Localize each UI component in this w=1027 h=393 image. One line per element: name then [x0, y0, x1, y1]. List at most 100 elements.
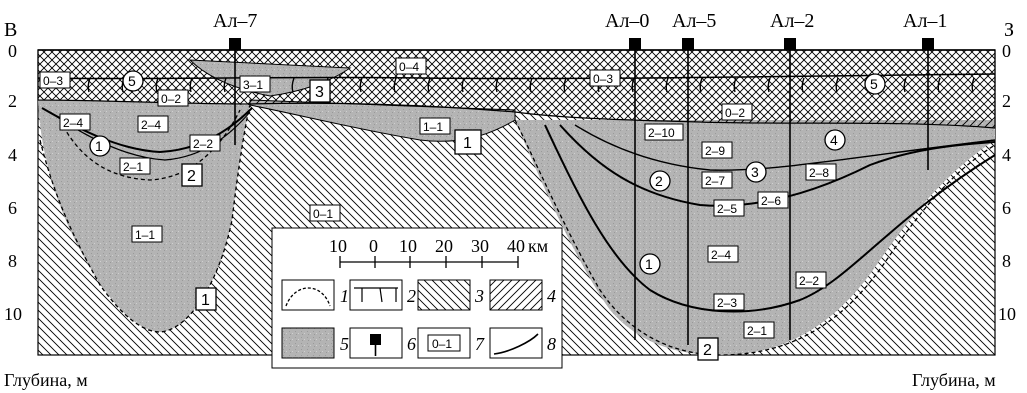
left-layer-line-2 [49, 111, 251, 161]
soil-tick [665, 77, 669, 93]
depth-ticks-right: 0 2 4 6 8 10 [998, 41, 1016, 324]
well-label-al1: Ал–1 [903, 10, 947, 32]
soil-tick [461, 77, 465, 93]
well-marker-al0 [629, 38, 641, 50]
left-depression-boundary [39, 104, 251, 333]
right-layer-line-1 [544, 124, 996, 313]
svg-text:30: 30 [471, 236, 489, 256]
svg-text:10: 10 [399, 236, 417, 256]
svg-text:2: 2 [655, 173, 663, 189]
svg-text:4: 4 [547, 286, 556, 306]
svg-text:3: 3 [751, 164, 759, 180]
svg-text:7: 7 [475, 334, 485, 354]
svg-text:4: 4 [8, 145, 17, 165]
svg-text:5: 5 [128, 73, 136, 89]
svg-text:0: 0 [369, 236, 378, 256]
unit-label: 2–10 [648, 126, 675, 140]
soil-tick [359, 77, 363, 93]
unit-label: 2–9 [705, 144, 725, 158]
unit-label: 2–8 [809, 166, 829, 180]
svg-text:0–1: 0–1 [432, 337, 452, 351]
side-label-left: В [4, 19, 17, 41]
unit-label: 0–4 [399, 60, 419, 74]
svg-text:0: 0 [8, 41, 17, 61]
svg-text:2: 2 [703, 342, 712, 359]
svg-text:1: 1 [463, 135, 472, 152]
soil-tick [733, 77, 737, 93]
unit-label: 3–1 [243, 78, 263, 92]
svg-text:0: 0 [1002, 41, 1011, 61]
side-label-right: З [1004, 19, 1014, 41]
circle-labels: 5 5 1 4 3 2 1 [89, 70, 886, 275]
unit-label: 0–3 [43, 74, 63, 88]
right-depression-boundary [514, 119, 996, 356]
unit-label: 2–3 [717, 296, 737, 310]
soil-tick [801, 77, 805, 93]
soil-tick [189, 77, 193, 93]
unit-label: 2–2 [799, 274, 819, 288]
soil-tick [291, 77, 295, 93]
unit-label: 0–3 [593, 72, 613, 86]
unit-label: 2–4 [711, 248, 731, 262]
unit-label: 2–6 [761, 194, 781, 208]
svg-text:6: 6 [407, 334, 416, 354]
soil-tick [971, 77, 975, 93]
svg-text:8: 8 [8, 251, 17, 271]
svg-text:8: 8 [547, 334, 556, 354]
unit-label: 1–1 [135, 228, 155, 242]
svg-text:5: 5 [340, 334, 349, 354]
unit-label: 2–7 [705, 174, 725, 188]
legend-item-6: 6 [349, 327, 416, 359]
well-marker-al7 [229, 38, 241, 50]
well-marker-al2 [784, 38, 796, 50]
legend-item-7: 0–1 7 [417, 327, 485, 359]
soil-tick [835, 77, 839, 93]
unit-label: 1–1 [423, 120, 443, 134]
depth-axis-label-right: Глубина, м [912, 370, 996, 390]
boxed-numbers: 3 1 2 1 2 [181, 79, 719, 361]
svg-text:10: 10 [998, 304, 1016, 324]
right-layer-line-3 [574, 124, 996, 171]
soil-tick [155, 77, 159, 93]
unit-label: 0–2 [725, 106, 745, 120]
svg-text:2: 2 [8, 91, 17, 111]
svg-text:2: 2 [1002, 91, 1011, 111]
soil-tick [427, 77, 431, 93]
legend-item-3: 3 [417, 279, 484, 311]
svg-text:8: 8 [1002, 251, 1011, 271]
svg-text:1: 1 [645, 256, 653, 272]
unit-label: 0–1 [313, 207, 333, 221]
soil-tick [767, 77, 771, 93]
depth-ticks-left: 0 2 4 6 8 10 [4, 41, 22, 324]
svg-text:2: 2 [407, 286, 416, 306]
soil-tick [699, 77, 703, 93]
soil-marker-line [37, 73, 996, 80]
depth-axis-label-left: Глубина, м [4, 370, 88, 390]
soil-tick [937, 77, 941, 93]
unit-label: 0–2 [161, 92, 181, 106]
svg-text:4: 4 [1002, 145, 1011, 165]
well-marker-al5 [682, 38, 694, 50]
legend-panel: 10 0 10 20 30 40 км 1 2 3 4 [271, 227, 563, 369]
soil-tick [223, 77, 227, 93]
unit-label: 2–2 [193, 137, 213, 151]
svg-text:км: км [528, 236, 548, 256]
well-label-al0: Ал–0 [605, 10, 649, 32]
well-label-al5: Ал–5 [672, 10, 716, 32]
svg-text:1: 1 [340, 286, 349, 306]
unit-label-boxes: 0–3 0–2 3–1 0–4 0–3 0–2 2–4 2–4 2–2 2–1 … [39, 57, 837, 339]
unit-label: 2–1 [747, 324, 767, 338]
legend-item-1: 1 [281, 279, 349, 311]
svg-text:3: 3 [474, 286, 484, 306]
svg-text:6: 6 [1002, 198, 1011, 218]
svg-text:2: 2 [187, 168, 196, 185]
svg-text:6: 6 [8, 198, 17, 218]
soil-tick [393, 77, 397, 93]
soil-tick [495, 77, 499, 93]
soil-tick [563, 77, 567, 93]
svg-text:4: 4 [830, 132, 838, 148]
well-label-al7: Ал–7 [213, 10, 257, 32]
unit-label: 2–4 [63, 116, 83, 130]
soil-tick [903, 77, 907, 93]
